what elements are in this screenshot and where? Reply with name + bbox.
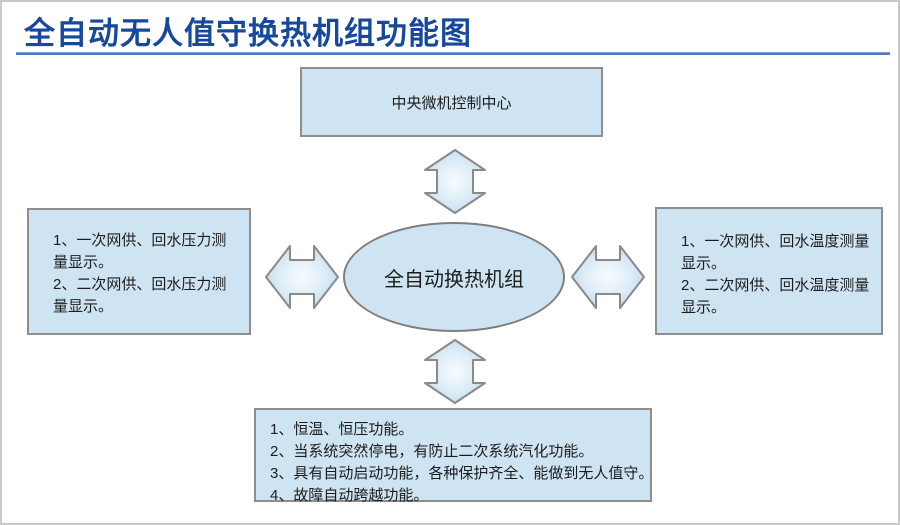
function-line-1: 1、恒温、恒压功能。 — [270, 421, 414, 438]
node-central-control-center-label: 中央微机控制中心 — [391, 94, 512, 112]
pressure-line-2: 2、二次网供、回水压力测量显示。 — [53, 276, 227, 315]
page-title: 全自动无人值守换热机组功能图 — [24, 16, 472, 51]
pressure-line-1: 1、一次网供、回水压力测量显示。 — [53, 232, 227, 271]
left-right-arrow-icon — [265, 245, 339, 309]
temperature-line-1: 1、一次网供、回水温度测量显示。 — [681, 233, 870, 272]
function-line-2: 2、当系统突然停电，有防止二次系统汽化功能。 — [270, 443, 594, 460]
up-down-arrow-icon — [424, 339, 486, 404]
left-right-arrow-icon — [571, 245, 645, 309]
title-underline — [16, 52, 890, 55]
node-pressure-measurement-display: 1、一次网供、回水压力测量显示。 2、二次网供、回水压力测量显示。 — [27, 208, 251, 335]
function-line-4: 4、故障自动跨越功能。 — [270, 487, 429, 504]
node-function-list: 1、恒温、恒压功能。 2、当系统突然停电，有防止二次系统汽化功能。 3、具有自动… — [254, 408, 654, 504]
node-heat-exchange-unit-label: 全自动换热机组 — [384, 268, 524, 291]
up-down-arrow-icon — [424, 149, 486, 214]
function-line-3: 3、具有自动启动功能，各种保护齐全、能做到无人值守。 — [270, 465, 654, 482]
node-heat-exchange-unit: 全自动换热机组 — [343, 222, 565, 332]
node-central-control-center: 中央微机控制中心 — [300, 67, 603, 137]
node-temperature-measurement-display: 1、一次网供、回水温度测量显示。 2、二次网供、回水温度测量显示。 — [655, 207, 883, 335]
temperature-line-2: 2、二次网供、回水温度测量显示。 — [681, 277, 870, 316]
